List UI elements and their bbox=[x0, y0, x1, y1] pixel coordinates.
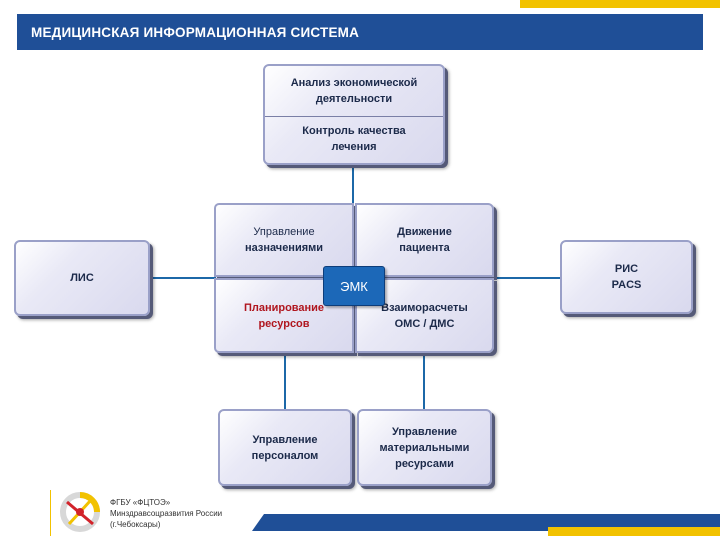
page-title: МЕДИЦИНСКАЯ ИНФОРМАЦИОННАЯ СИСТЕМА bbox=[31, 24, 360, 40]
settlements-line-1: Взаиморасчеты bbox=[381, 301, 468, 314]
footer-gold-bar bbox=[548, 527, 720, 536]
lis-box: ЛИС bbox=[14, 240, 150, 316]
resource-planning-line-1: Планирование bbox=[243, 301, 325, 314]
org-logo-icon bbox=[60, 492, 100, 532]
material-resources-box: Управление материальными ресурсами bbox=[357, 409, 492, 486]
lis-label: ЛИС bbox=[70, 272, 94, 284]
pacs-label: PACS bbox=[611, 279, 642, 291]
org-name: ФГБУ «ФЦТОЭ» bbox=[110, 498, 171, 507]
settlements-line-2: ОМС / ДМС bbox=[394, 317, 455, 330]
org-caption: ФГБУ «ФЦТОЭ» Минздравсоцразвития России … bbox=[110, 497, 222, 530]
connector-left bbox=[150, 277, 216, 279]
material-resources-line-3: ресурсами bbox=[395, 457, 454, 470]
org-city: (г.Чебоксары) bbox=[110, 520, 161, 529]
economic-analysis-line-1: Анализ экономической bbox=[290, 76, 418, 89]
connector-bottom-right bbox=[423, 352, 425, 410]
patient-movement-line-1: Движение bbox=[397, 226, 452, 238]
top-box: Анализ экономической деятельности Контро… bbox=[263, 64, 445, 165]
prescriptions-line-2: назначениями bbox=[244, 242, 324, 254]
top-box-divider bbox=[265, 116, 443, 117]
footer-divider bbox=[50, 490, 51, 536]
prescriptions-line-1: Управление bbox=[253, 226, 315, 238]
page-title-bar: МЕДИЦИНСКАЯ ИНФОРМАЦИОННАЯ СИСТЕМА bbox=[17, 14, 703, 50]
ris-label: РИС bbox=[614, 263, 639, 275]
center-top-left: Управление назначениями bbox=[214, 203, 354, 277]
quality-control: Контроль качества лечения bbox=[302, 115, 405, 163]
patient-movement-line-2: пациента bbox=[399, 242, 450, 254]
material-resources-line-1: Управление bbox=[391, 425, 457, 438]
material-resources-line-2: материальными bbox=[379, 441, 470, 454]
resource-planning-line-2: ресурсов bbox=[258, 317, 310, 330]
center-top-right: Движение пациента bbox=[355, 203, 494, 277]
quality-control-line-1: Контроль качества bbox=[302, 125, 406, 138]
org-ministry: Минздравсоцразвития России bbox=[110, 509, 223, 518]
economic-analysis-line-2: деятельности bbox=[315, 92, 393, 105]
org-logo bbox=[50, 488, 102, 540]
ris-pacs-box: РИС PACS bbox=[560, 240, 693, 314]
quality-control-line-2: лечения bbox=[331, 141, 377, 154]
connector-right bbox=[493, 277, 561, 279]
connector-top bbox=[352, 164, 354, 204]
connector-bottom-left bbox=[284, 352, 286, 410]
staff-management-box: Управление персоналом bbox=[218, 409, 352, 486]
top-decor bbox=[0, 0, 720, 10]
footer-blue-bar bbox=[252, 514, 720, 531]
staff-management-line-1: Управление bbox=[252, 433, 318, 446]
economic-analysis: Анализ экономической деятельности bbox=[291, 66, 418, 115]
top-gold-stripe bbox=[520, 0, 720, 8]
emk-badge: ЭМК bbox=[323, 266, 385, 306]
staff-management-line-2: персоналом bbox=[251, 449, 319, 462]
